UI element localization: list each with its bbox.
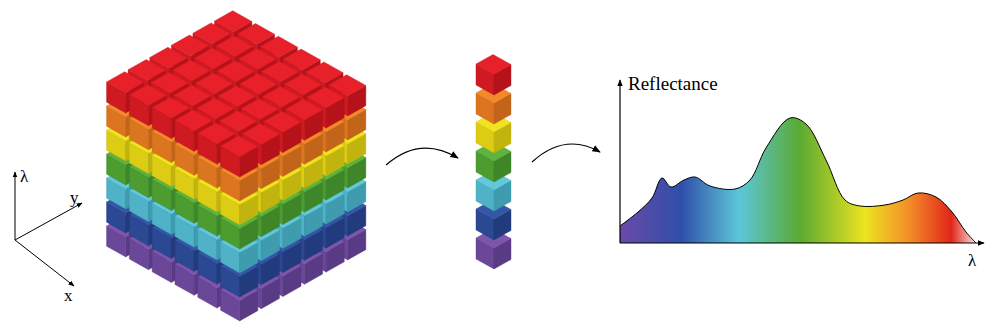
- spectrum-area: [620, 118, 976, 243]
- curved-arrow: [532, 144, 600, 162]
- axis-label: x: [64, 287, 73, 304]
- chart-axis-title: Reflectance: [628, 74, 718, 93]
- reflectance-chart: [620, 80, 984, 243]
- axis-label: λ: [20, 168, 28, 185]
- lambda-axis: [15, 172, 16, 240]
- hyperspectral-cube: [107, 11, 366, 321]
- chart-axis-label: λ: [968, 252, 976, 269]
- chart-x-axis: [620, 242, 984, 243]
- chart-y-axis: [619, 80, 620, 243]
- cubelet-top-face: [476, 55, 511, 75]
- x-axis: [15, 240, 74, 286]
- coordinate-axes: [15, 172, 82, 286]
- spectrum-curve: [620, 118, 976, 243]
- curved-arrow: [386, 148, 458, 165]
- y-axis: [15, 203, 82, 240]
- pixel-spectrum-column: [476, 55, 511, 270]
- cubelet: [221, 136, 258, 177]
- cubelet: [476, 55, 511, 96]
- axis-label: y: [70, 189, 79, 206]
- cubelet-top-face: [221, 136, 258, 157]
